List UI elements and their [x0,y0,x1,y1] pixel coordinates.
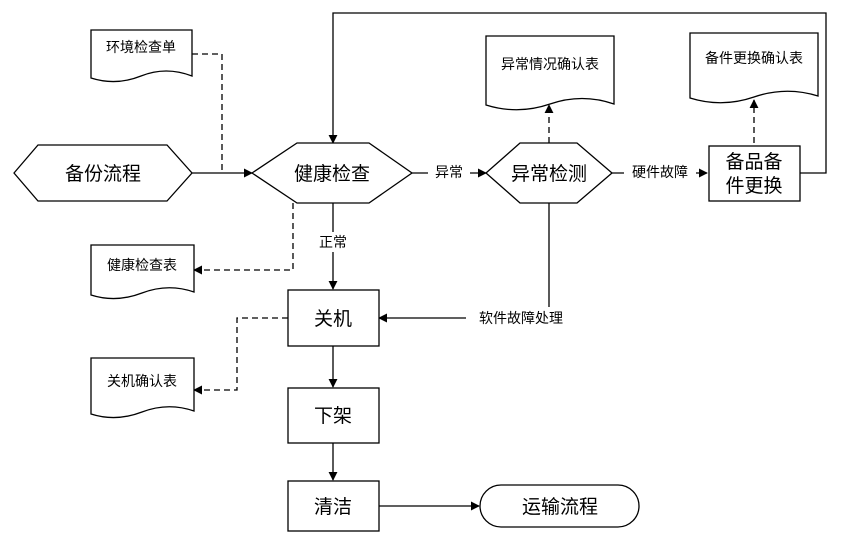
anomaly-detect-label: 异常检测 [511,163,587,185]
node-health-check: 健康检查 [250,142,414,204]
shutdown-confirm-form-label: 关机确认表 [107,374,177,390]
node-anomaly-confirm-form: 异常情况确认表 [485,35,615,111]
node-backup-flow: 备份流程 [13,144,193,202]
edge-anomaly-to-shutdown [378,203,550,323]
node-spare-confirm-form: 备件更换确认表 [689,32,819,104]
transport-flow-label: 运输流程 [522,496,598,518]
node-shutdown-confirm-form: 关机确认表 [90,357,195,419]
unrack-label: 下架 [314,405,352,427]
edge-health-to-form [193,183,294,275]
clean-label: 清洁 [314,496,352,518]
health-check-label: 健康检查 [294,163,370,185]
spare-confirm-form-label: 备件更换确认表 [705,50,803,67]
hardware-fault-label: 硬件故障 [632,165,688,181]
anomaly-confirm-form-label: 异常情况确认表 [501,57,599,73]
env-check-sheet-label: 环境检查单 [106,40,176,56]
spare-replace-label-line1: 备品备 [725,151,782,173]
shutdown-label: 关机 [314,308,352,330]
software-fault-label: 软件故障处理 [479,311,563,327]
node-unrack: 下架 [287,387,380,444]
edge-shutdown-to-form [193,317,288,395]
node-spare-replace: 备品备 件更换 [708,145,801,202]
edge-label-software-fault: 软件故障处理 [466,307,576,328]
health-check-form-label: 健康检查表 [107,257,177,274]
node-health-check-form: 健康检查表 [90,244,195,300]
node-env-check-sheet: 环境检查单 [90,29,193,83]
edge-spare-loop-back [328,12,827,174]
edge-label-normal: 正常 [312,232,354,252]
edge-envsheet-dashed [192,53,223,171]
node-transport-flow: 运输流程 [479,484,640,528]
node-anomaly-detect: 异常检测 [485,142,613,204]
backup-flow-label: 备份流程 [65,163,141,185]
abnormal-label: 异常 [435,165,463,181]
normal-label: 正常 [319,235,347,251]
node-clean: 清洁 [287,480,380,532]
edge-label-abnormal: 异常 [428,162,470,182]
edge-label-hardware-fault: 硬件故障 [624,162,696,182]
spare-replace-label-line2: 件更换 [725,175,782,197]
node-shutdown: 关机 [287,289,380,347]
